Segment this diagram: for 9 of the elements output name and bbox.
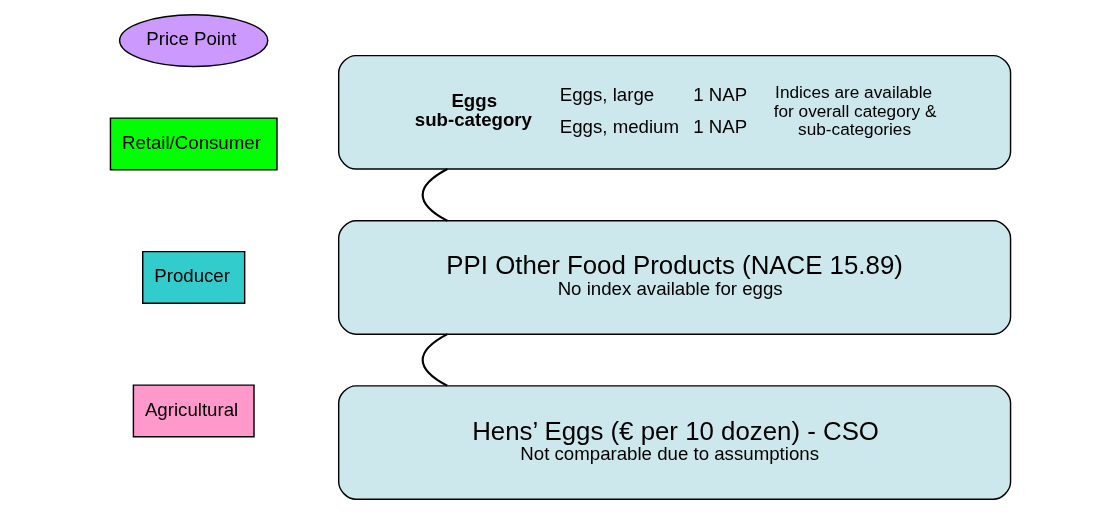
node-ellipse: Price Point [118,13,268,67]
node-box: Eggs sub-category Eggs, large 1 NAP Eggs, medium 1 NAP Indices are available for overall category & sub-categories [337,54,1011,170]
connector [421,332,448,387]
node-box: Retail/Consumer [109,116,278,170]
node-box: Hens’ Eggs (€ per 10 dozen) - CSO Not comparable due to assumptions [337,384,1011,500]
node-box: Agricultural [132,383,255,438]
node-box: Producer [141,250,245,304]
node-box: PPI Other Food Products (NACE 15.89) No index available for eggs [337,219,1011,335]
connector [421,167,448,222]
